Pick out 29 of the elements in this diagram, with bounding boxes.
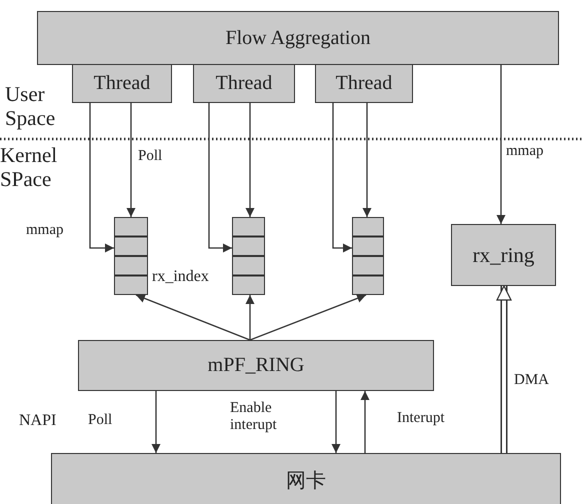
process-box: Flow Aggregation (37, 11, 559, 65)
thread-box: Thread (315, 64, 413, 103)
ring-buffer-box: rx_ring (451, 224, 556, 286)
arrow (332, 103, 352, 252)
arrow (152, 391, 160, 453)
thread-box: Thread (72, 64, 172, 103)
process-box: mPF_RING (78, 340, 434, 391)
region-label: User Space (5, 82, 56, 130)
queue-box (114, 217, 148, 295)
queue-box (352, 217, 384, 295)
queue-box (232, 217, 265, 295)
arrow (496, 65, 506, 224)
network-card-box: 网卡 (51, 453, 561, 504)
arrow (246, 295, 254, 340)
arrow (332, 391, 340, 453)
region-label: Kernel SPace (0, 143, 55, 192)
edge-label: Interupt (397, 410, 444, 426)
arrow (126, 103, 136, 217)
arrow (246, 103, 254, 217)
thread-box: Thread (193, 64, 295, 103)
arrow (362, 103, 372, 217)
queue-label: rx_index (152, 268, 209, 286)
arrow (89, 103, 114, 252)
arrow (496, 285, 512, 453)
annotation-label: NAPI (19, 412, 56, 430)
arrow (250, 294, 366, 341)
arrow (360, 391, 370, 453)
arrow (208, 103, 232, 252)
arrow (136, 294, 250, 341)
